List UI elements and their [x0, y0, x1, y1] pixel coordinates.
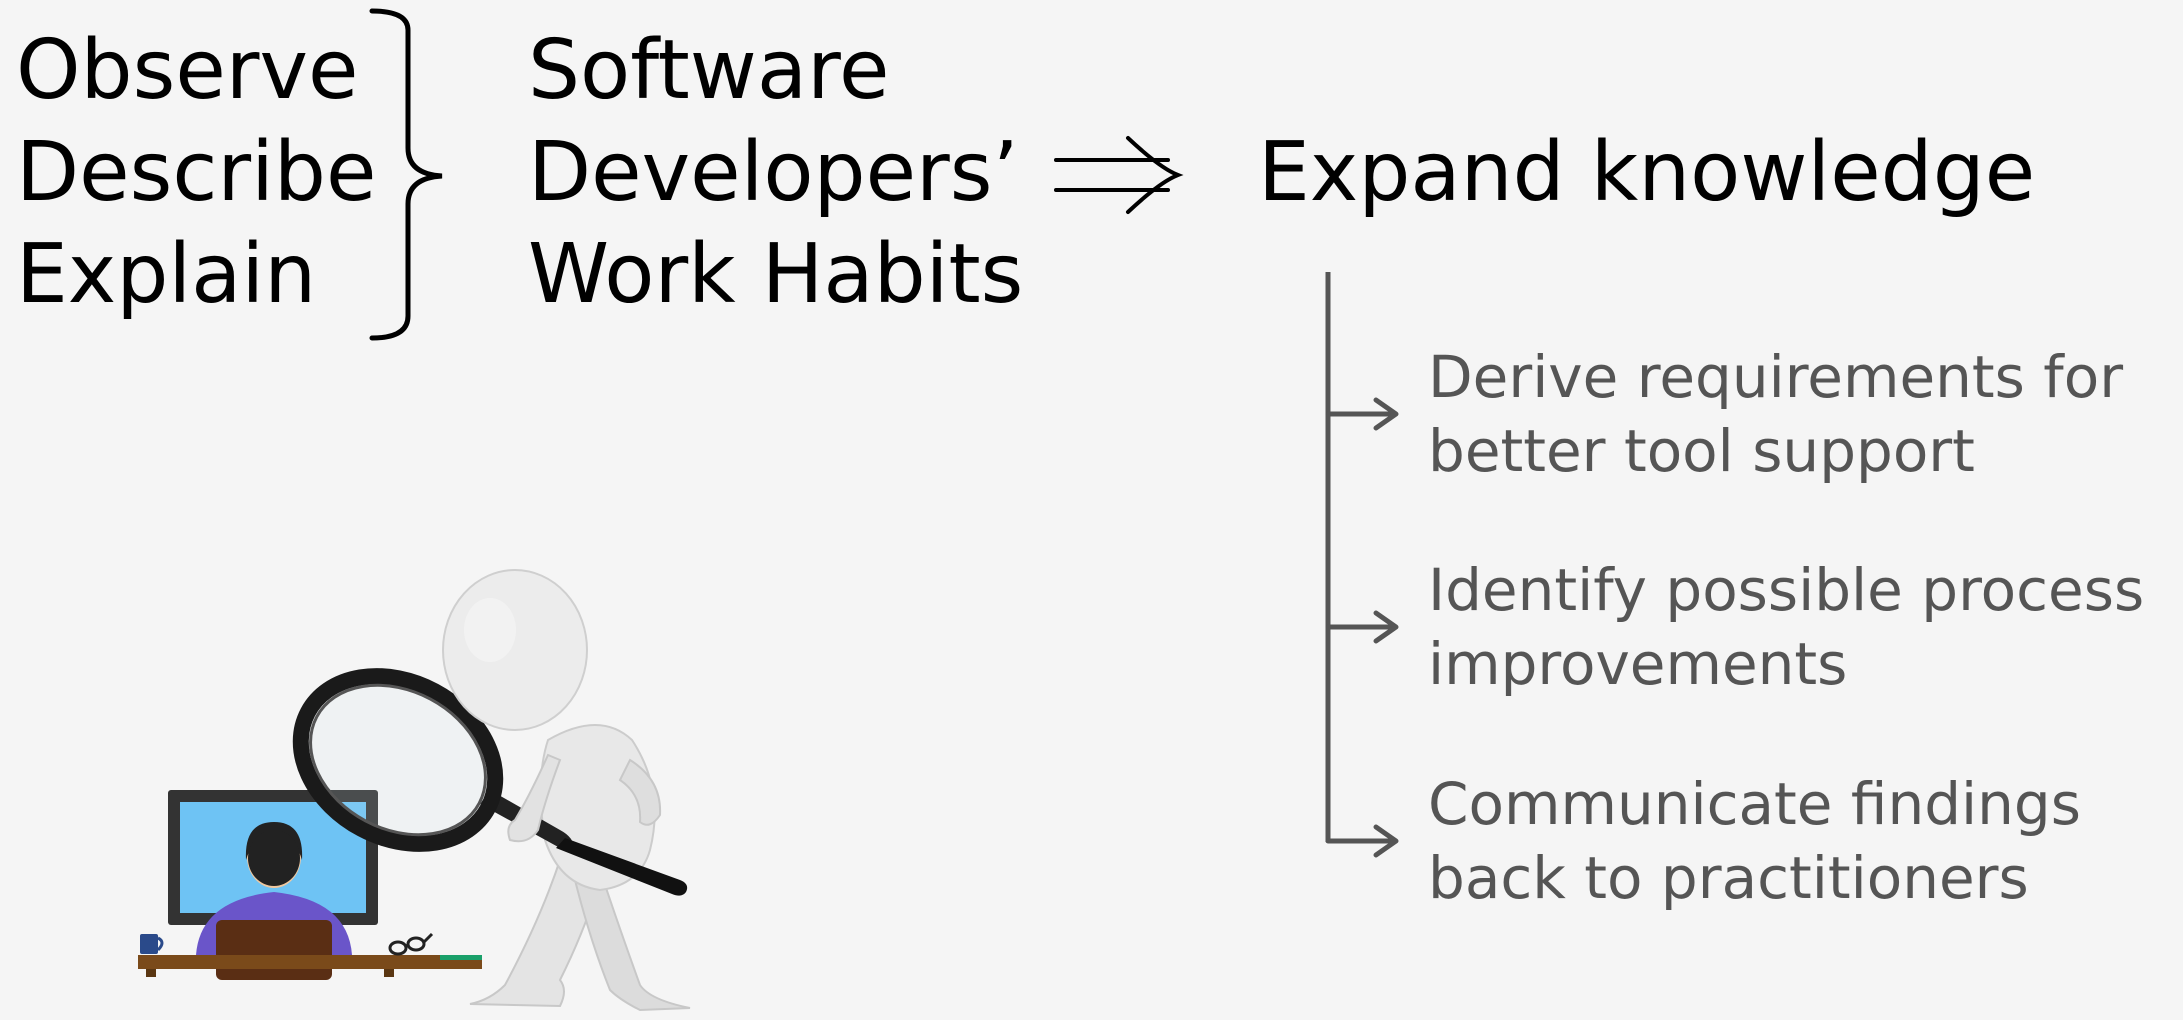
research-subject: Software Developers’ Work Habits [528, 20, 1023, 326]
goal-text: Expand knowledge [1258, 125, 2036, 220]
stick-figure-with-magnifying-glass-illustration [292, 569, 691, 1012]
implies-arrow-icon [1054, 136, 1184, 214]
outcome-line: better tool support [1428, 417, 1975, 485]
research-verbs: Observe Describe Explain [16, 20, 376, 326]
verb-observe: Observe [16, 23, 359, 118]
verb-explain: Explain [16, 227, 317, 322]
outcome-line: Derive requirements for [1428, 343, 2124, 411]
branch-arrow-icon [1325, 610, 1399, 644]
branch-arrow-icon [1325, 397, 1399, 431]
outcome-line: Identify possible process [1428, 556, 2145, 624]
outcome-line: improvements [1428, 630, 1848, 698]
outcome-line: Communicate findings [1428, 770, 2081, 838]
outcome-item: Identify possible process improvements [1428, 553, 2144, 701]
subject-line-3: Work Habits [528, 227, 1024, 322]
outcome-item: Derive requirements for better tool supp… [1428, 340, 2123, 488]
branch-arrow-icon [1325, 824, 1399, 858]
outcome-line: back to practitioners [1428, 844, 2029, 912]
subject-line-1: Software [528, 23, 890, 118]
developer-at-computer-illustration [138, 790, 482, 980]
outcome-item: Communicate findings back to practitione… [1428, 767, 2081, 915]
subject-line-2: Developers’ [528, 125, 1019, 220]
verb-describe: Describe [16, 125, 377, 220]
brace-icon [369, 8, 443, 341]
